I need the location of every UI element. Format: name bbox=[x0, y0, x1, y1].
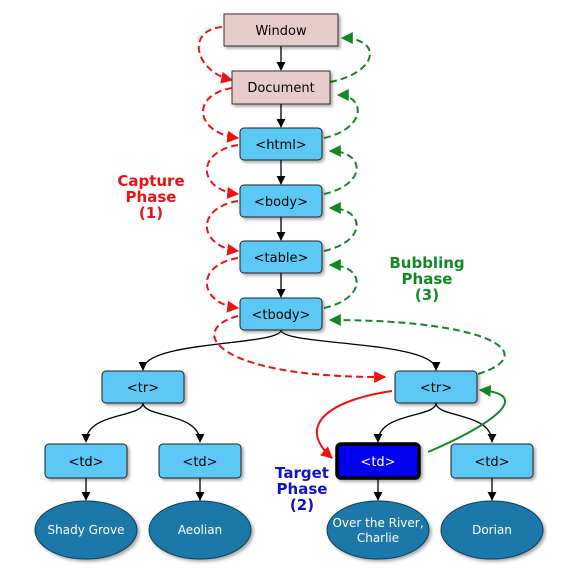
bubbling-phase-line3: (3) bbox=[415, 286, 439, 304]
capture-phase-line3: (1) bbox=[139, 204, 163, 222]
bubble-arrow-document-window bbox=[329, 32, 371, 83]
capture-arrow-tbody-tr bbox=[213, 315, 387, 384]
tree-connectors bbox=[81, 46, 497, 501]
capture-arrow-html-body bbox=[205, 144, 240, 199]
node-td-4: <td> bbox=[450, 443, 534, 479]
node-tr-left-label: <tr> bbox=[127, 381, 159, 396]
capture-arrow-table-tbody bbox=[205, 257, 240, 313]
node-html-label: <html> bbox=[255, 138, 306, 153]
connector-tbody-tr-right bbox=[280, 329, 441, 371]
connector-trleft-td2 bbox=[142, 402, 205, 443]
connector-tbody-tr-left bbox=[138, 329, 282, 371]
capture-arrows bbox=[197, 26, 387, 384]
node-document: Document bbox=[231, 70, 331, 105]
capture-arrow-body-table bbox=[205, 200, 240, 256]
node-tr-left: <tr> bbox=[101, 370, 185, 404]
capture-arrow-document-html bbox=[202, 87, 240, 143]
capture-phase-line1: Capture bbox=[117, 172, 184, 190]
bubbling-arrows bbox=[323, 32, 506, 375]
node-body-label: <body> bbox=[254, 195, 308, 210]
node-table: <table> bbox=[239, 240, 323, 274]
node-tr-right-label: <tr> bbox=[420, 381, 452, 396]
node-window-label: Window bbox=[255, 24, 307, 39]
node-td-target: <td> bbox=[335, 442, 421, 480]
bubble-arrow-html-document bbox=[323, 89, 359, 139]
bubbling-phase-line2: Phase bbox=[402, 270, 453, 288]
connector-trright-td4 bbox=[435, 402, 497, 443]
bubbling-phase-line1: Bubbling bbox=[389, 254, 464, 272]
node-body: <body> bbox=[239, 184, 323, 218]
capture-arrow-tr-target bbox=[315, 390, 393, 459]
target-phase-line2: Phase bbox=[277, 480, 328, 498]
node-tbody: <tbody> bbox=[239, 297, 323, 331]
node-td-4-label: <td> bbox=[474, 455, 509, 470]
leaf-over-the-river-line2: Charlie bbox=[357, 531, 399, 545]
leaf-dorian: Dorian bbox=[440, 500, 544, 560]
bubble-arrow-target-tr bbox=[427, 384, 507, 453]
leaf-aeolian: Aeolian bbox=[148, 500, 252, 560]
bubble-arrow-table-body bbox=[323, 202, 358, 252]
node-window: Window bbox=[223, 13, 339, 47]
capture-phase-label: Capture Phase (1) bbox=[117, 172, 184, 222]
node-document-label: Document bbox=[247, 81, 314, 96]
capture-arrow-window-document bbox=[197, 26, 234, 84]
node-td-2: <td> bbox=[158, 443, 242, 479]
connector-trleft-td1 bbox=[81, 402, 144, 443]
bubble-arrow-body-html bbox=[323, 145, 358, 195]
target-phase-line1: Target bbox=[275, 464, 329, 482]
leaf-shady-grove: Shady Grove bbox=[34, 500, 138, 560]
node-html: <html> bbox=[239, 127, 323, 161]
bubble-arrow-tbody-table bbox=[323, 259, 358, 309]
node-td-target-label: <td> bbox=[360, 455, 395, 470]
node-tbody-label: <tbody> bbox=[251, 308, 310, 323]
leaf-over-the-river-line1: Over the River, bbox=[332, 516, 423, 530]
node-td-1: <td> bbox=[44, 443, 128, 479]
bubble-arrow-tr-tbody bbox=[328, 314, 506, 375]
bubbling-phase-label: Bubbling Phase (3) bbox=[389, 254, 464, 304]
target-phase-label: Target Phase (2) bbox=[275, 464, 329, 514]
target-phase-line3: (2) bbox=[290, 496, 314, 514]
leaf-dorian-label: Dorian bbox=[472, 523, 512, 537]
node-td-1-label: <td> bbox=[68, 455, 103, 470]
node-tr-right: <tr> bbox=[394, 370, 478, 404]
leaf-over-the-river: Over the River, Charlie bbox=[326, 500, 430, 560]
leaf-shady-grove-label: Shady Grove bbox=[48, 523, 125, 537]
capture-phase-line2: Phase bbox=[126, 188, 177, 206]
node-table-label: <table> bbox=[254, 251, 309, 266]
node-td-2-label: <td> bbox=[182, 455, 217, 470]
leaf-aeolian-label: Aeolian bbox=[178, 523, 222, 537]
connector-trright-tdtarget bbox=[373, 402, 437, 443]
